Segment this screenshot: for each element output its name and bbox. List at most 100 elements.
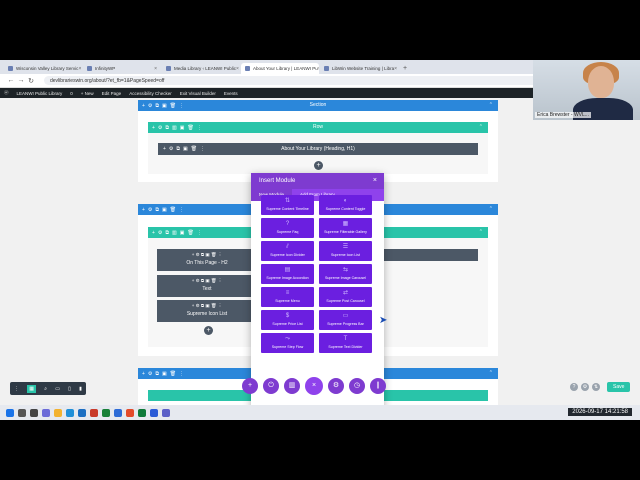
history-icon[interactable]: ⚙	[328, 378, 344, 394]
close-tab-icon[interactable]: ×	[154, 65, 157, 72]
duplicate-icon[interactable]: ⧉	[155, 102, 159, 109]
icon-list-module[interactable]: + ⚙ ⧉ ▣ 🗑 ⋮ Supreme Icon List	[157, 300, 257, 322]
pause-icon[interactable]: ∥	[370, 378, 386, 394]
windows-start-icon[interactable]	[6, 408, 14, 417]
add-icon[interactable]: +	[142, 370, 145, 377]
wordpress-icon[interactable]: ⓦ	[4, 90, 9, 95]
outlook-icon[interactable]	[114, 408, 122, 417]
phone-view-icon[interactable]: ▮	[79, 385, 82, 392]
chrome-icon[interactable]	[102, 408, 110, 417]
trash-icon[interactable]: 🗑	[169, 206, 177, 213]
module-tile-progress-bar[interactable]: ▭Supreme Progress Bar	[319, 310, 372, 330]
more-icon[interactable]: ⋮	[200, 146, 206, 152]
add-icon[interactable]: +	[152, 124, 155, 131]
new-tab-button[interactable]: +	[403, 65, 408, 72]
close-tab-icon[interactable]: ×	[78, 65, 82, 72]
reload-icon[interactable]: ↻	[28, 77, 34, 85]
save-icon[interactable]: ▣	[161, 370, 167, 377]
module-tile-price-list[interactable]: $Supreme Price List	[261, 310, 314, 330]
columns-icon[interactable]: ▥	[171, 229, 177, 236]
trash-icon[interactable]: 🗑	[169, 370, 177, 377]
back-icon[interactable]: ←	[7, 77, 15, 84]
right-column-module[interactable]	[378, 249, 478, 261]
close-icon[interactable]: ×	[372, 177, 377, 184]
gear-icon[interactable]: ⚙	[147, 206, 153, 213]
add-module-button[interactable]: +	[314, 161, 323, 170]
more-icon[interactable]: ⋮	[179, 206, 185, 213]
trash-icon[interactable]: 🗑	[187, 124, 194, 131]
close-icon[interactable]: ×	[305, 377, 323, 395]
module-tile-image-accordion[interactable]: ▤Supreme Image Accordion	[261, 264, 314, 284]
module-tile-filterable-gallery[interactable]: ▦Supreme Filterable Gallery	[319, 218, 372, 238]
close-tab-icon[interactable]: ×	[318, 66, 319, 72]
task-view-icon[interactable]	[30, 408, 38, 417]
menu-icon[interactable]: ⋮	[14, 385, 20, 392]
row-bar[interactable]: +⚙⧉▥▣🗑⋮ Row ⌃	[148, 122, 488, 133]
add-icon[interactable]: +	[152, 229, 155, 236]
save-icon[interactable]: ▣	[179, 124, 185, 131]
chevron-up-icon[interactable]: ⌃	[478, 124, 483, 130]
chevron-up-icon[interactable]: ⌃	[488, 370, 493, 376]
clock-icon[interactable]: ◷	[349, 378, 365, 394]
wp-site-link[interactable]: LEANWI Public Library	[16, 90, 63, 96]
trash-icon[interactable]: 🗑	[190, 146, 198, 152]
module-tile-post-carousel[interactable]: ⇄Supreme Post Carousel	[319, 287, 372, 307]
gear-icon[interactable]: ⚙	[147, 370, 153, 377]
module-tile-content-toggle[interactable]: ◐Supreme Content Toggle	[319, 195, 372, 215]
module-tile-icon-divider[interactable]: ⫽Supreme Icon Divider	[261, 241, 314, 261]
help-icon[interactable]: ?	[570, 383, 578, 391]
save-icon[interactable]: ▣	[161, 102, 167, 109]
desktop-view-icon[interactable]: ▭	[55, 385, 60, 392]
wp-edit-page-link[interactable]: Edit Page	[101, 90, 122, 96]
app-icon[interactable]	[162, 408, 170, 417]
wireframe-icon[interactable]: ▦	[27, 384, 37, 393]
trash-icon[interactable]: 🗑	[187, 229, 194, 236]
forward-icon[interactable]: →	[17, 77, 25, 84]
gear-icon[interactable]: ⚙	[157, 229, 163, 236]
browser-tab-wvls[interactable]: Wisconsin Valley Library Servic×	[4, 63, 82, 74]
trash-icon[interactable]: 🗑	[169, 102, 177, 109]
tab-add-from-library[interactable]: Add From Library	[300, 192, 335, 197]
browser-tab-infinitywp[interactable]: InfinityWP×	[83, 63, 161, 74]
more-icon[interactable]: ⋮	[196, 229, 202, 236]
add-icon[interactable]: +	[163, 146, 166, 152]
trash-icon[interactable]: ▥	[284, 378, 300, 394]
module-tile-icon-list[interactable]: ☰Supreme Icon List	[319, 241, 372, 261]
chevron-up-icon[interactable]: ⌃	[488, 102, 493, 108]
add-icon[interactable]: +	[142, 102, 145, 109]
wp-exit-builder-link[interactable]: Exit Visual Builder	[179, 90, 216, 96]
gear-icon[interactable]: ⚙	[168, 146, 174, 152]
settings-icon[interactable]: ⚙	[581, 383, 589, 391]
browser-tab-media-library[interactable]: Media Library ‹ LEANWI Public×	[162, 63, 240, 74]
save-button[interactable]: Save	[607, 382, 631, 392]
save-icon[interactable]: ▣	[161, 206, 167, 213]
module-tile-content-timeline[interactable]: ⇅Supreme Content Timeline	[261, 195, 314, 215]
add-module-button[interactable]: +	[204, 326, 213, 335]
module-tile-faq[interactable]: ?Supreme Faq	[261, 218, 314, 238]
heading-module[interactable]: +⚙⧉▣🗑⋮ About Your Library (Heading, H1)	[158, 143, 478, 155]
on-this-page-module[interactable]: + ⚙ ⧉ ▣ 🗑 ⋮ On This Page - H2	[157, 249, 257, 271]
excel-icon[interactable]	[138, 408, 146, 417]
portability-icon[interactable]: ⇅	[592, 383, 600, 391]
url-input[interactable]: devlibrarieswin.org/about/?et_fb=1&PageS…	[44, 76, 564, 85]
zoom-app-icon[interactable]	[150, 408, 158, 417]
columns-icon[interactable]: ▥	[171, 124, 177, 131]
duplicate-icon[interactable]: ⧉	[155, 206, 159, 213]
save-icon[interactable]: ▣	[179, 229, 185, 236]
save-icon[interactable]: ▣	[182, 146, 188, 152]
section-bar[interactable]: +⚙⧉▣🗑⋮ Section ⌃	[138, 100, 498, 111]
wp-events-link[interactable]: Events	[223, 90, 238, 96]
close-tab-icon[interactable]: ×	[236, 65, 239, 72]
chevron-up-icon[interactable]: ⌃	[488, 206, 493, 212]
add-icon[interactable]: +	[142, 206, 145, 213]
search-icon[interactable]	[18, 408, 26, 417]
module-tile-image-carousel[interactable]: ⇆Supreme Image Carousel	[319, 264, 372, 284]
duplicate-icon[interactable]: ⧉	[165, 229, 169, 236]
wp-comments-count[interactable]: 0	[70, 90, 73, 96]
text-module[interactable]: + ⚙ ⧉ ▣ 🗑 ⋮ Text	[157, 275, 257, 297]
wp-accessibility-link[interactable]: Accessibility Checker	[129, 90, 172, 96]
more-icon[interactable]: ⋮	[179, 102, 185, 109]
duplicate-icon[interactable]: ⧉	[176, 146, 180, 152]
gear-icon[interactable]: ⚙	[157, 124, 163, 131]
